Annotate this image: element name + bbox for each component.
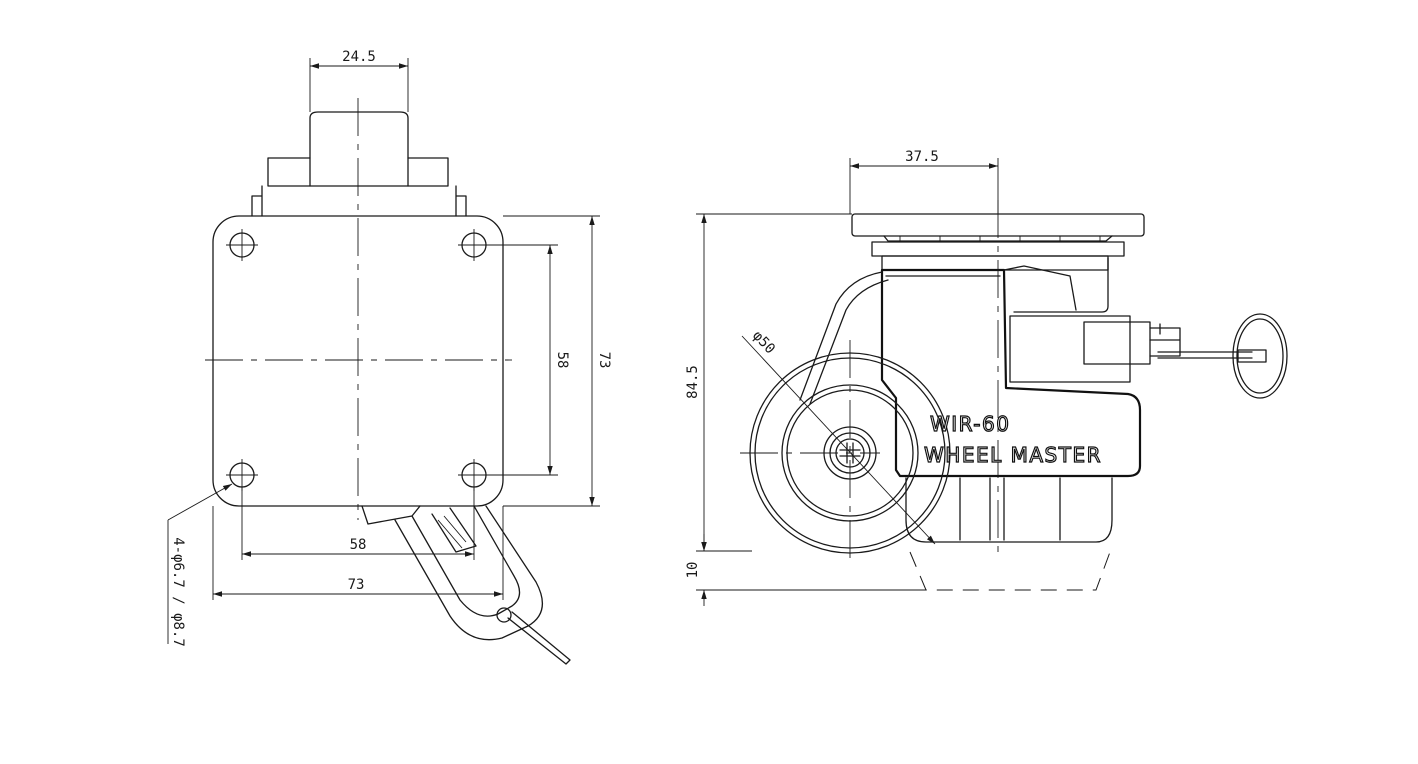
fork-arm — [799, 271, 889, 405]
release-knob — [1232, 313, 1288, 399]
dim-holes-callout: 4-φ6.7 / φ8.7 — [167, 483, 233, 647]
dim-offset-label: 37.5 — [905, 149, 939, 165]
dim-plate-length-label: 73 — [596, 352, 612, 369]
dim-hole-pitch-x: 58 — [241, 487, 475, 560]
lever-housing — [1083, 321, 1151, 365]
dim-stem-width: 24.5 — [309, 49, 409, 112]
dim-clearance-label: 10 — [685, 562, 701, 579]
bracket-outline — [251, 157, 467, 217]
dim-plate-width: 73 — [212, 506, 504, 600]
side-view: WIR-60 WHEEL MASTER 37.5 84.5 10 φ50 — [685, 149, 1288, 606]
dim-stem-width-label: 24.5 — [342, 49, 376, 65]
dim-offset: 37.5 — [849, 149, 999, 214]
leveling-pad — [905, 477, 1113, 543]
dim-hole-pitch-y-label: 58 — [554, 352, 570, 369]
housing — [880, 268, 1142, 478]
brand-label: WHEEL MASTER — [924, 443, 1102, 467]
stem-outline — [309, 111, 409, 187]
dim-hole-pitch-y: 58 — [486, 244, 570, 476]
lever-pin — [496, 607, 512, 623]
top-view: 24.5 58 73 58 73 4-φ — [167, 49, 612, 665]
lever-outline — [361, 505, 421, 525]
dim-height: 84.5 — [685, 213, 852, 552]
dim-height-label: 84.5 — [685, 365, 701, 399]
pad-extended-hidden — [909, 551, 1111, 591]
swivel-ring — [881, 255, 1109, 271]
dim-wheel-diameter-label: φ50 — [749, 328, 778, 357]
dim-holes-label: 4-φ6.7 / φ8.7 — [170, 537, 186, 647]
dim-plate-length: 73 — [503, 215, 612, 507]
lever-rod-end — [1237, 349, 1267, 363]
dim-hole-pitch-x-label: 58 — [350, 537, 367, 553]
dim-plate-width-label: 73 — [348, 577, 365, 593]
dim-clearance: 10 — [685, 534, 926, 606]
model-label: WIR-60 — [930, 412, 1010, 436]
